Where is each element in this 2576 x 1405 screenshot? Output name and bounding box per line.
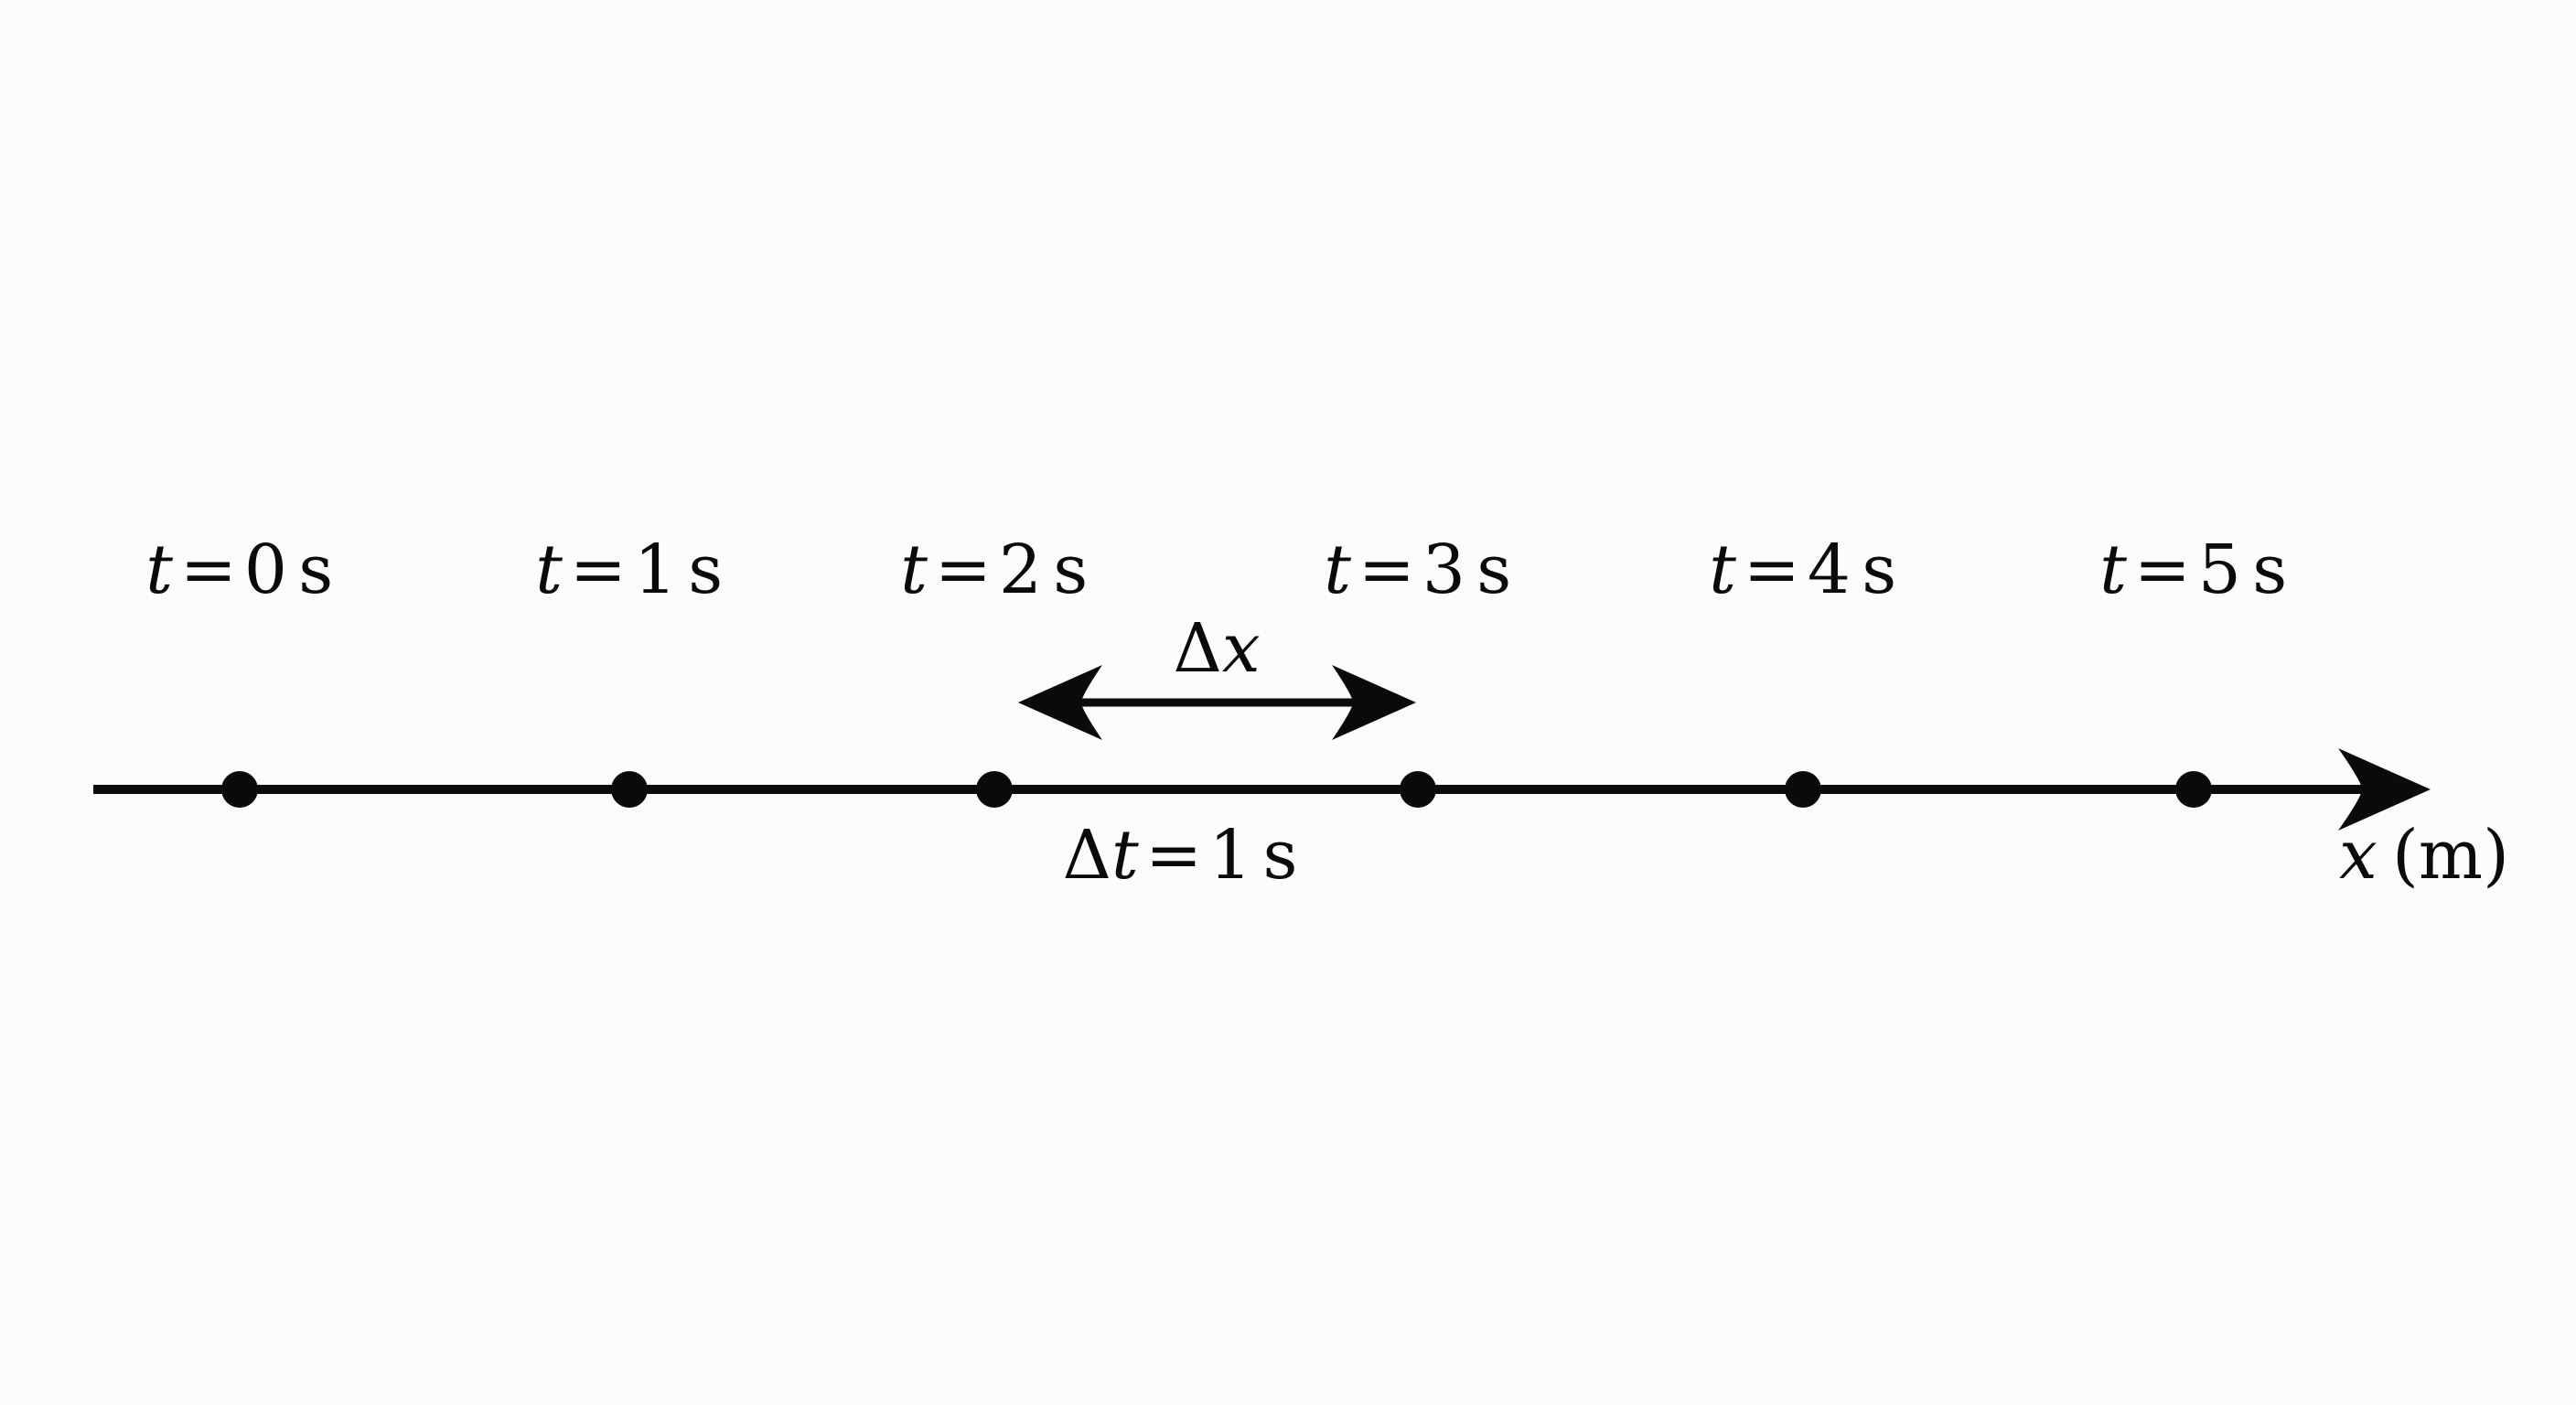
- time-label-unit: s: [1862, 531, 1897, 609]
- time-label-operator: =: [934, 531, 993, 609]
- time-label-variable: t: [1709, 531, 1737, 609]
- time-label-unit: s: [688, 531, 724, 609]
- time-label-variable: t: [900, 531, 928, 609]
- delta-x-variable: x: [1221, 609, 1261, 688]
- time-label-value: 4: [1807, 531, 1852, 609]
- time-label-value: 0: [243, 531, 288, 609]
- delta-t-unit: s: [1262, 816, 1298, 895]
- axis-title-unit: (m): [2392, 816, 2509, 895]
- time-label-value: 2: [998, 531, 1043, 609]
- delta-x-arrowhead-left-icon: [1018, 665, 1102, 740]
- time-label-variable: t: [2099, 531, 2128, 609]
- time-label-value: 1: [633, 531, 678, 609]
- time-label-operator: =: [1358, 531, 1416, 609]
- time-label-operator: =: [2133, 531, 2192, 609]
- axis-arrowhead-icon: [2338, 748, 2431, 831]
- time-label-variable: t: [535, 531, 564, 609]
- delta-t-value: 1: [1208, 816, 1252, 895]
- time-label-unit: s: [298, 531, 334, 609]
- axis-title: x(m): [2339, 821, 2509, 889]
- time-label-unit: s: [1053, 531, 1089, 609]
- time-label-unit: s: [2252, 531, 2288, 609]
- time-label-value: 3: [1422, 531, 1466, 609]
- time-label-variable: t: [145, 531, 174, 609]
- time-label-operator: =: [1743, 531, 1801, 609]
- delta-symbol: Δ: [1173, 609, 1222, 688]
- delta-symbol: Δ: [1062, 816, 1111, 895]
- delta-x-label: Δx: [1173, 615, 1260, 682]
- delta-t-variable: t: [1111, 816, 1139, 895]
- time-label-value: 5: [2197, 531, 2242, 609]
- delta-t-operator: =: [1145, 816, 1203, 895]
- time-label-unit: s: [1476, 531, 1512, 609]
- motion-dot: [221, 771, 258, 808]
- time-label-operator: =: [179, 531, 238, 609]
- axis-title-variable: x: [2339, 816, 2377, 895]
- motion-dot: [611, 771, 648, 808]
- time-label-operator: =: [569, 531, 628, 609]
- motion-dot: [1400, 771, 1436, 808]
- motion-dot: [976, 771, 1013, 808]
- time-label-variable: t: [1324, 531, 1352, 609]
- delta-x-arrowhead-right-icon: [1332, 665, 1416, 740]
- motion-dot: [2175, 771, 2212, 808]
- motion-dot: [1785, 771, 1821, 808]
